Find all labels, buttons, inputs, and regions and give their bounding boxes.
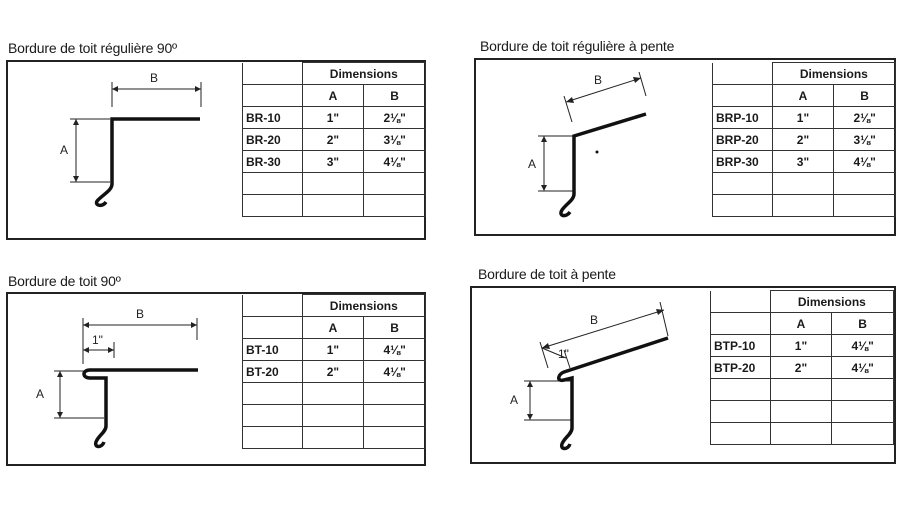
table-row	[242, 194, 426, 217]
dim-label-hem: 1"	[92, 333, 103, 347]
panel-title-br: Bordure de toit régulière 90º	[8, 40, 177, 56]
dim-label-a: A	[510, 393, 518, 407]
column-header-a: A	[301, 316, 365, 339]
table-header: Dimensions	[301, 294, 427, 317]
dim-label-b: B	[136, 307, 144, 321]
column-header-b: B	[363, 316, 426, 339]
dim-label-a: A	[36, 387, 44, 401]
column-header-a: A	[771, 84, 835, 107]
panel-title-btp: Bordure de toit à pente	[478, 266, 616, 282]
table-row	[710, 378, 894, 401]
drawing-br-profile: B A	[60, 71, 202, 208]
table-row	[712, 194, 896, 217]
table-row	[710, 400, 894, 423]
dim-label-b: B	[150, 71, 158, 85]
table-row	[242, 426, 426, 449]
dim-label-b: B	[594, 73, 602, 87]
drawing-bt-profile: B 1" A	[36, 307, 198, 449]
column-header-b: B	[831, 312, 894, 335]
panel-title-bt: Bordure de toit 90º	[8, 273, 121, 289]
table-header: Dimensions	[301, 62, 427, 85]
column-header-b: B	[833, 84, 896, 107]
dim-label-hem: 1"	[558, 347, 569, 361]
column-header-a: A	[769, 312, 833, 335]
panel-title-brp: Bordure de toit régulière à pente	[480, 38, 675, 54]
table-header: Dimensions	[771, 62, 897, 85]
table-row	[242, 404, 426, 427]
drawing-btp-profile: B 1" A	[510, 301, 669, 451]
dim-label-a: A	[60, 143, 68, 157]
column-header-b: B	[363, 84, 426, 107]
table-row	[710, 422, 894, 445]
table-header: Dimensions	[769, 290, 895, 313]
table-row	[712, 172, 896, 195]
dim-label-b: B	[590, 313, 598, 327]
table-row	[242, 382, 426, 405]
drawing-brp-profile: B A	[528, 71, 647, 218]
column-header-a: A	[301, 84, 365, 107]
table-row	[242, 172, 426, 195]
dim-label-a: A	[528, 157, 536, 171]
